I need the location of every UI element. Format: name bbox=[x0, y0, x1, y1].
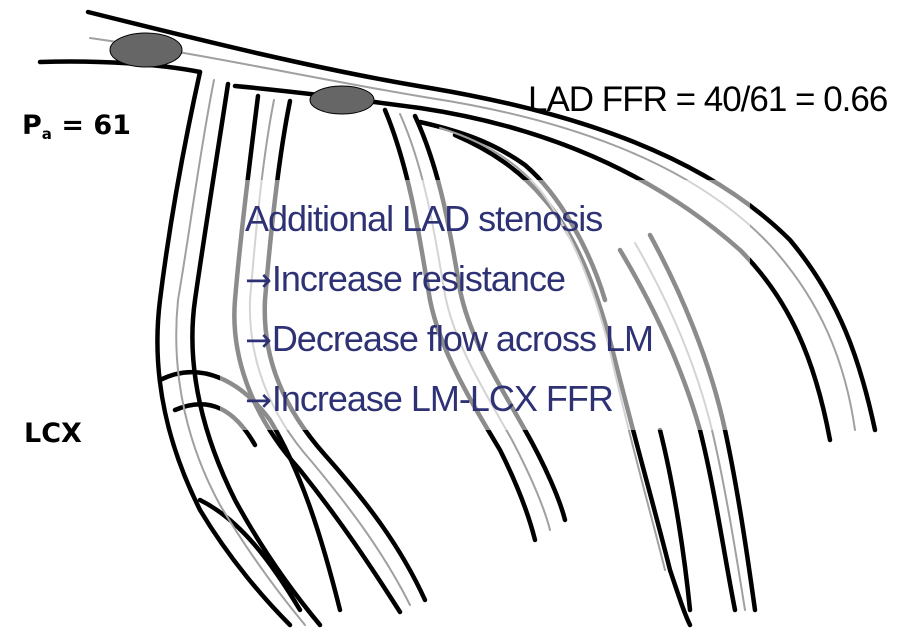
right-arrow-icon: → bbox=[245, 381, 272, 419]
callout-item-increase-ffr: →Increase LM-LCX FFR bbox=[245, 378, 613, 420]
right-arrow-icon: → bbox=[245, 321, 272, 359]
ffr-label: LAD FFR = 40/61 = 0.66 bbox=[528, 80, 887, 120]
callout-item-label: Increase resistance bbox=[272, 258, 565, 299]
right-arrow-icon: → bbox=[245, 261, 272, 299]
lad-stenosis-icon bbox=[310, 86, 374, 114]
callout-item-decrease-flow: →Decrease flow across LM bbox=[245, 318, 653, 360]
callout-item-label: Decrease flow across LM bbox=[272, 318, 653, 359]
callout-title: Additional LAD stenosis bbox=[245, 198, 602, 240]
pressure-label: Pa = 61 bbox=[22, 110, 131, 143]
pressure-symbol: P bbox=[22, 110, 42, 141]
pressure-value: = 61 bbox=[52, 110, 131, 141]
lm-stenosis-icon bbox=[110, 33, 182, 67]
lcx-label: LCX bbox=[24, 418, 82, 449]
lm-lower-wall bbox=[40, 61, 200, 72]
om-2 bbox=[200, 500, 300, 610]
callout-item-increase-resistance: →Increase resistance bbox=[245, 258, 565, 300]
pressure-subscript: a bbox=[42, 125, 52, 143]
callout-item-label: Increase LM-LCX FFR bbox=[272, 378, 613, 419]
